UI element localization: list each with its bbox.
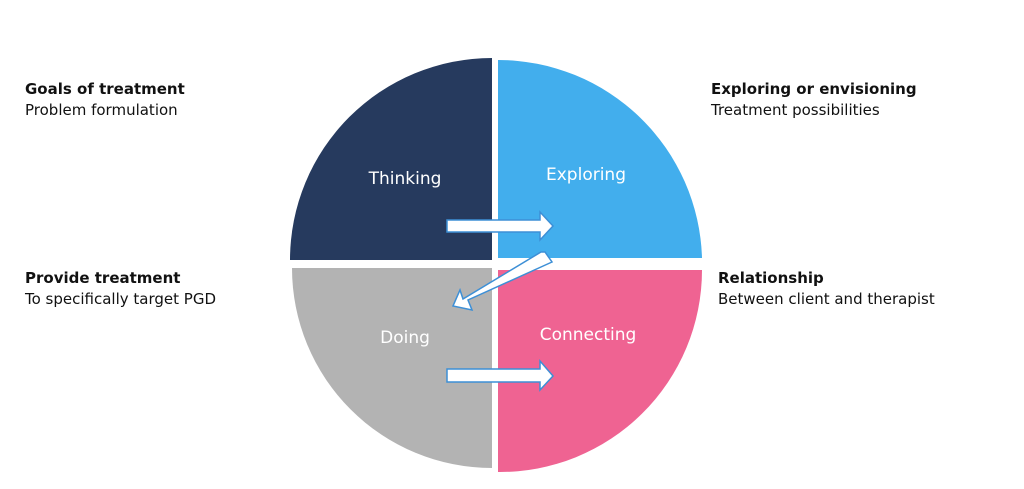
relationship-heading: Relationship	[718, 269, 824, 287]
provide-subtext: To specifically target PGD	[25, 290, 217, 308]
goals-subtext: Problem formulation	[25, 101, 178, 119]
quadrant-doing-label: Doing	[380, 328, 430, 348]
quadrant-connecting	[498, 270, 702, 473]
quadrant-thinking	[290, 58, 492, 260]
arrow-down-left-icon	[451, 251, 554, 312]
relationship-subtext: Between client and therapist	[718, 290, 935, 308]
quadrant-connecting-label: Connecting	[540, 325, 637, 345]
provide-annotation: Provide treatment To specifically target…	[25, 268, 216, 310]
goals-heading: Goals of treatment	[25, 80, 185, 98]
arrow-right-icon	[446, 210, 555, 242]
provide-heading: Provide treatment	[25, 269, 181, 287]
exploring-subtext: Treatment possibilities	[711, 101, 880, 119]
quadrant-thinking-label: Thinking	[368, 169, 442, 189]
exploring-heading: Exploring or envisioning	[711, 80, 917, 98]
quadrant-exploring-label: Exploring	[546, 165, 626, 185]
arrow-right-icon	[446, 358, 555, 392]
relationship-annotation: Relationship Between client and therapis…	[718, 268, 935, 310]
exploring-annotation: Exploring or envisioning Treatment possi…	[711, 79, 917, 121]
quadrant-exploring	[498, 59, 702, 258]
goals-annotation: Goals of treatment Problem formulation	[25, 79, 185, 121]
quadrant-doing	[292, 268, 492, 468]
